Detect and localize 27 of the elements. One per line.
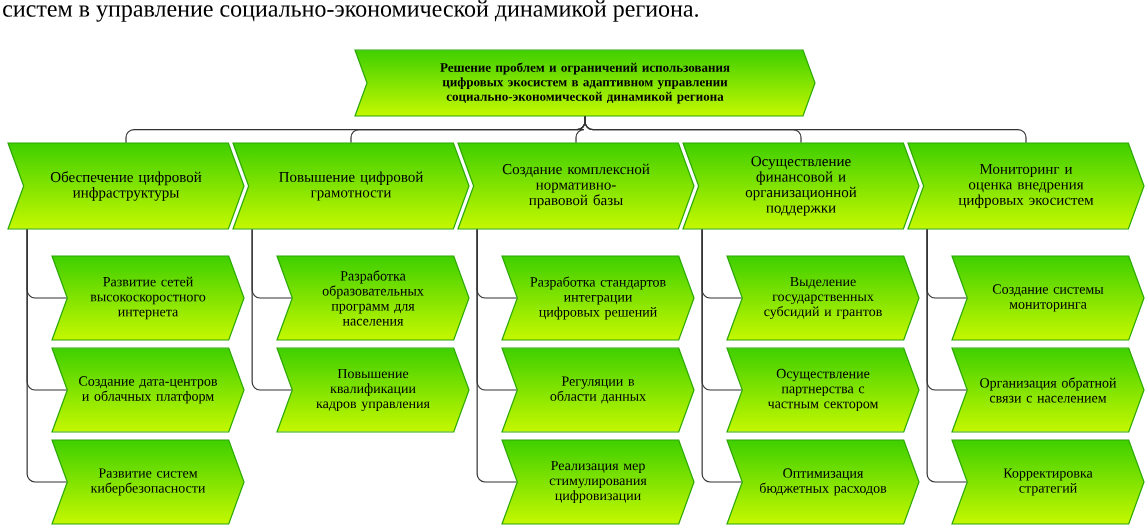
connector-line bbox=[26, 229, 68, 483]
chevron-box: Осуществление финансовой и организационной поддержки bbox=[682, 142, 920, 230]
chevron-box: Корректировка стратегий bbox=[951, 439, 1145, 525]
chevron-box: Организация обратной связи с населением bbox=[951, 347, 1145, 433]
chevron-box: Создание комплексной нормативно-правовой базы bbox=[457, 142, 695, 230]
chevron-box: Решение проблем и ограничений использования цифровых экосистем в адаптивном управлении социально-экономической динамикой региона bbox=[354, 49, 816, 117]
chevron-box: Повышение цифровой грамотности bbox=[232, 142, 470, 230]
chevron-box: Создание системы мониторинга bbox=[951, 255, 1145, 341]
heading-text: систем в управление социально-экономической динамикой региона. bbox=[3, 0, 698, 22]
chevron-box: Реализация мер стимулирования цифровизации bbox=[501, 439, 695, 525]
chevron-box: Выделение государственных субсидий и грантов bbox=[726, 255, 920, 341]
connector-line bbox=[476, 229, 518, 483]
connector-line bbox=[251, 229, 293, 391]
chevron-box: Регуляции в области данных bbox=[501, 347, 695, 433]
connector-line bbox=[926, 229, 968, 483]
chevron-box: Обеспечение цифровой инфраструктуры bbox=[7, 142, 245, 230]
chevron-box: Разработка стандартов интеграции цифровых решений bbox=[501, 255, 695, 341]
chevron-box: Повышение квалификации кадров управления bbox=[276, 347, 470, 433]
connector-line bbox=[701, 229, 743, 483]
chevron-box: Развитие сетей высокоскоростного интернета bbox=[51, 255, 245, 341]
chevron-box: Разработка образовательных программ для населения bbox=[276, 255, 470, 341]
chevron-box: Осуществление партнерства с частным сектором bbox=[726, 347, 920, 433]
chevron-box: Развитие систем кибербезопасности bbox=[51, 439, 245, 525]
chevron-box: Мониторинг и оценка внедрения цифровых экосистем bbox=[907, 142, 1145, 230]
chevron-box: Создание дата-центров и облачных платформ bbox=[51, 347, 245, 433]
chevron-box: Оптимизация бюджетных расходов bbox=[726, 439, 920, 525]
connector-line bbox=[584, 116, 1027, 143]
